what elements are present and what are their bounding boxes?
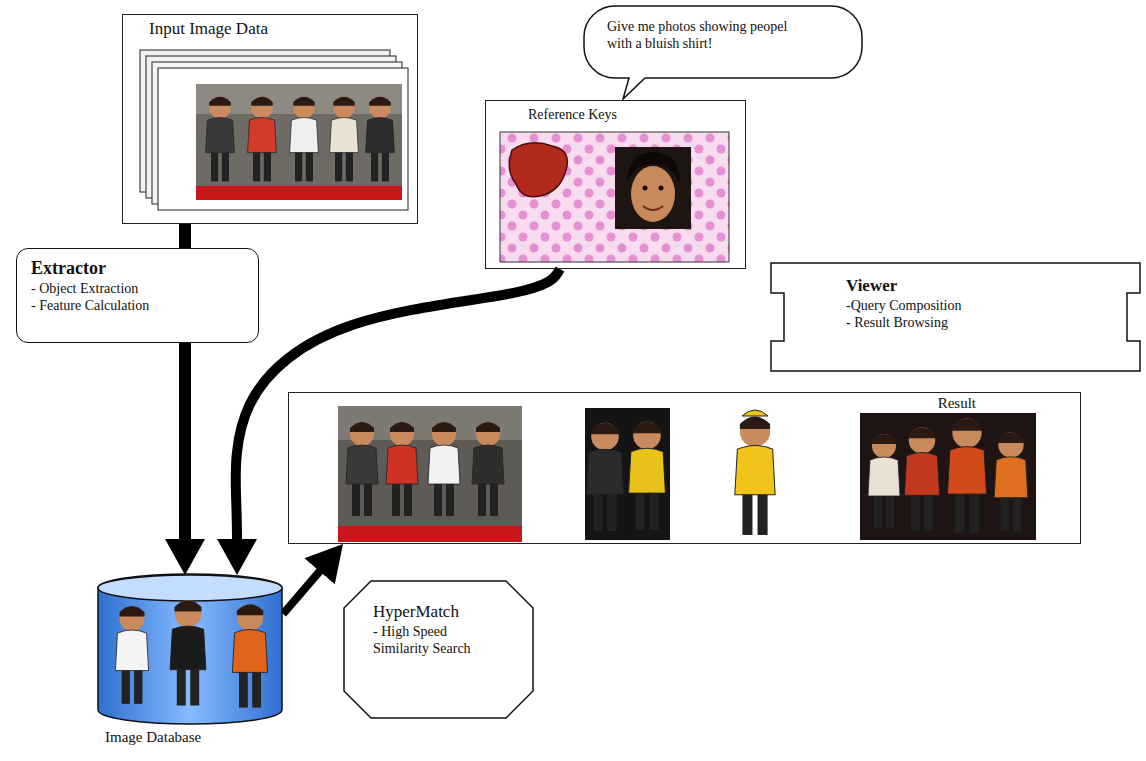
speech-bubble: Give me photos showing peopel with a blu…: [583, 5, 863, 79]
box-title: Reference Keys: [528, 106, 745, 123]
image-stack-illustration: [196, 186, 402, 200]
speech-text: Give me photos showing peopel with a blu…: [607, 18, 797, 52]
bullet-item: - High Speed Similarity Search: [373, 623, 495, 657]
image-stack-illustration: [196, 84, 402, 200]
result-photos: [742, 410, 768, 416]
result-photos: [735, 417, 775, 535]
cylinder-top: [98, 575, 282, 601]
image-stack-illustration: [290, 97, 319, 182]
result-photos: [994, 433, 1028, 532]
result-photos: [629, 422, 666, 530]
image-database-outline: [97, 574, 283, 724]
reference-keys-illustration: [500, 132, 729, 262]
reference-keys-illustration: [643, 206, 663, 210]
box-title: Extractor: [31, 258, 244, 280]
hypermatch-octagon: HyperMatch- High Speed Similarity Search: [343, 580, 534, 719]
result-box: Result: [288, 392, 1081, 544]
bullet-item: - Object Extraction: [31, 280, 244, 297]
database-photo-figure: [115, 606, 148, 704]
reference-keys-illustration: [627, 152, 680, 184]
bubble-outline: [584, 6, 862, 99]
reference-keys-illustration: [631, 166, 675, 222]
tab-outline: [771, 263, 1140, 371]
reference-keys-box: Reference Keys: [485, 100, 746, 269]
result-photos: [338, 526, 522, 542]
reference-keys-illustration: [615, 147, 691, 229]
result-photos: [860, 413, 1036, 540]
result-photos: [472, 422, 504, 516]
box-title: Image Database: [105, 728, 283, 746]
bullet-item: -Query Composition: [846, 297, 1121, 314]
result-photos: [904, 427, 939, 530]
reference-keys-illustration: [659, 186, 664, 191]
box-title: HyperMatch: [373, 602, 534, 623]
reference-keys-illustration: [509, 143, 567, 197]
result-photos: [868, 434, 900, 528]
bullet-item: - Feature Calculation: [31, 297, 244, 314]
viewer-box: Viewer-Query Composition- Result Browsin…: [770, 262, 1141, 372]
cylinder-outline: [98, 574, 282, 724]
reference-keys-illustration: [643, 186, 648, 191]
box-title: Viewer: [846, 276, 1121, 297]
result-photos: [587, 423, 624, 531]
result-photos: [346, 422, 378, 516]
image-stack-illustration: [248, 97, 277, 182]
flow-arrow: [179, 343, 191, 545]
result-photos: [428, 422, 460, 516]
result-photos: [338, 406, 522, 542]
image-stack-illustration: [330, 97, 359, 182]
result-photos: [585, 408, 670, 540]
image-stack-illustration: [140, 50, 408, 210]
database-photo-figure: [232, 604, 267, 707]
box-title: Input Image Data: [149, 19, 417, 40]
image-stack-illustration: [158, 68, 408, 210]
flow-arrow: [179, 224, 191, 248]
input-image-box: Input Image Data: [122, 14, 418, 224]
result-photos: [386, 422, 418, 516]
box-title: Result: [289, 394, 976, 412]
result-photos: [947, 418, 986, 533]
result-photos: [338, 406, 1036, 542]
extractor-box: Extractor- Object Extraction- Feature Ca…: [16, 248, 259, 343]
image-database: Image Database: [97, 574, 283, 750]
database-photo-figure: [170, 600, 206, 705]
image-stack-illustration: [206, 97, 235, 182]
octagon-outline: [344, 581, 533, 718]
image-stack-illustration: [366, 97, 395, 182]
flow-arrow: [283, 567, 323, 614]
reference-keys-illustration: [500, 132, 729, 262]
flow-arrow: [236, 269, 560, 545]
bullet-item: - Result Browsing: [846, 314, 1121, 331]
viewer-box-outline: [770, 262, 1141, 372]
